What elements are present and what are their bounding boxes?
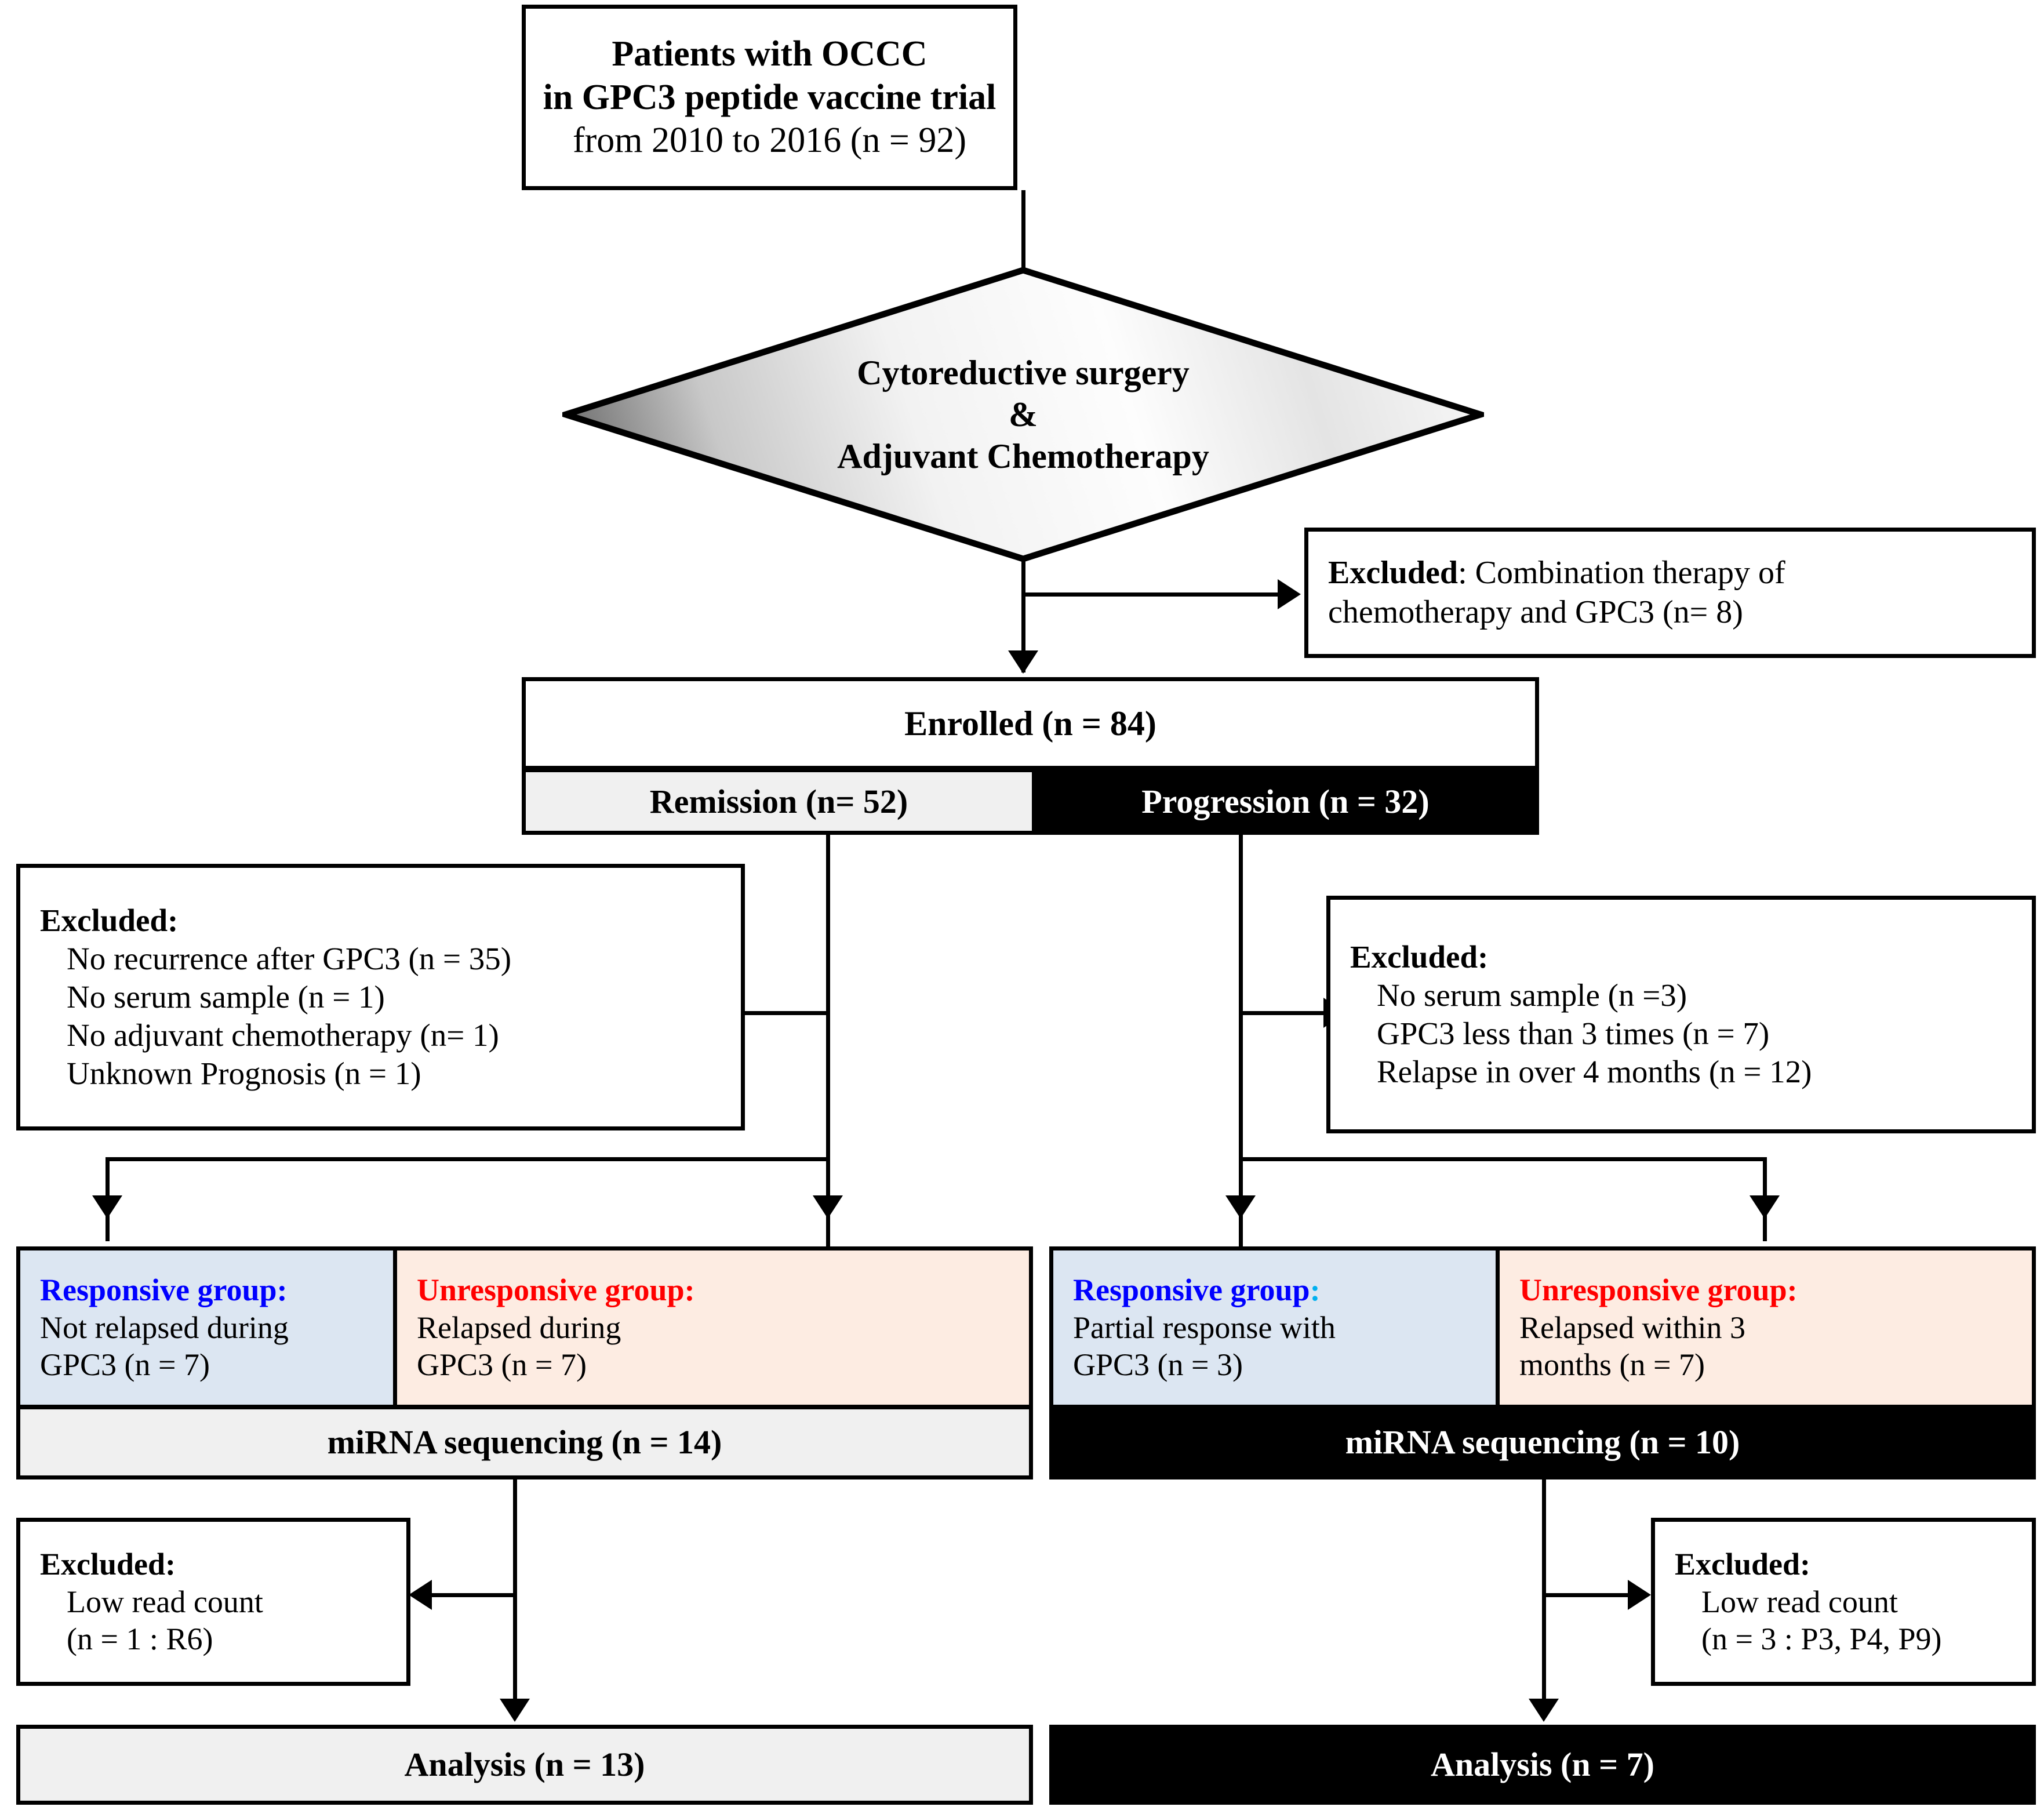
top-box-line3: from 2010 to 2016 (n = 92) bbox=[572, 121, 966, 161]
excluded-right-box: Excluded: No serum sample (n =3) GPC3 le… bbox=[1326, 896, 2036, 1133]
arrow-to-responsive-remission bbox=[92, 1195, 122, 1219]
enrolled-label: Enrolled (n = 84) bbox=[904, 704, 1156, 743]
connector-to-excluded-right bbox=[1239, 1011, 1325, 1015]
connector-decision-to-enrolled bbox=[1021, 557, 1025, 672]
analysis-left-label: Analysis (n = 13) bbox=[404, 1746, 645, 1784]
excluded-left-item-2: No adjuvant chemotherapy (n= 1) bbox=[67, 1017, 499, 1053]
progression-unresponsive-box: Unresponsive group: Relapsed within 3 mo… bbox=[1496, 1246, 2036, 1409]
excluded-right-item-2: Relapse in over 4 months (n = 12) bbox=[1377, 1054, 1812, 1089]
progression-responsive-line2: GPC3 (n = 3) bbox=[1073, 1347, 1243, 1383]
arrow-left-seq-to-analysis bbox=[500, 1699, 530, 1722]
excluded-right-item-0: No serum sample (n =3) bbox=[1377, 977, 1687, 1013]
excluded-right-item-1: GPC3 less than 3 times (n = 7) bbox=[1377, 1016, 1770, 1051]
arrow-progression-trunk bbox=[1225, 1195, 1256, 1219]
excluded-top-line2: chemotherapy and GPC3 (n= 8) bbox=[1328, 594, 1743, 630]
excluded-bottom-right-heading: Excluded: bbox=[1675, 1546, 1811, 1582]
excluded-bottom-left-box: Excluded: Low read count (n = 1 : R6) bbox=[16, 1518, 410, 1686]
arrow-remission-trunk bbox=[813, 1195, 843, 1219]
connector-topbox-to-decision bbox=[1021, 190, 1025, 274]
top-enrollment-box: Patients with OCCC in GPC3 peptide vacci… bbox=[522, 5, 1017, 190]
excluded-top-label: Excluded bbox=[1328, 555, 1459, 591]
analysis-left-box: Analysis (n = 13) bbox=[16, 1725, 1033, 1805]
progression-label: Progression (n = 32) bbox=[1141, 782, 1430, 820]
progression-unresponsive-line1: Relapsed within 3 bbox=[1519, 1310, 1745, 1345]
progression-cell: Progression (n = 32) bbox=[1032, 768, 1539, 835]
excluded-top-line1-rest: : Combination therapy of bbox=[1458, 555, 1785, 591]
progression-responsive-box: Responsive group: Partial response with … bbox=[1049, 1246, 1496, 1409]
excluded-left-box: Excluded: No recurrence after GPC3 (n = … bbox=[16, 864, 745, 1130]
decision-line3: Adjuvant Chemotherapy bbox=[837, 437, 1209, 475]
arrow-right-to-excluded-bottom bbox=[1628, 1580, 1651, 1610]
arrow-decision-to-excluded-top bbox=[1278, 579, 1301, 609]
remission-unresponsive-box: Unresponsive group: Relapsed during GPC3… bbox=[393, 1246, 1033, 1409]
progression-responsive-heading-colon: : bbox=[1310, 1272, 1321, 1307]
remission-cell: Remission (n= 52) bbox=[522, 768, 1032, 835]
remission-unresponsive-heading: Unresponsive group: bbox=[417, 1272, 695, 1307]
remission-responsive-line2: GPC3 (n = 7) bbox=[40, 1347, 210, 1383]
remission-responsive-heading: Responsive group: bbox=[40, 1272, 288, 1307]
progression-responsive-heading: Responsive group: bbox=[1073, 1271, 1484, 1309]
excluded-top-box: Excluded: Combination therapy of chemoth… bbox=[1304, 528, 2036, 658]
excluded-bottom-right-box: Excluded: Low read count (n = 3 : P3, P4… bbox=[1651, 1518, 2036, 1686]
decision-diamond: Cytoreductive surgery & Adjuvant Chemoth… bbox=[562, 267, 1484, 562]
arrow-right-seq-to-analysis bbox=[1529, 1699, 1559, 1722]
top-box-line2: in GPC3 peptide vaccine trial bbox=[543, 77, 996, 117]
analysis-right-box: Analysis (n = 7) bbox=[1049, 1725, 2036, 1805]
enrolled-box: Enrolled (n = 84) bbox=[522, 677, 1539, 770]
remission-sequencing-label: miRNA sequencing (n = 14) bbox=[327, 1423, 722, 1462]
excluded-bottom-left-line2: (n = 1 : R6) bbox=[67, 1622, 213, 1657]
remission-unresponsive-line2: GPC3 (n = 7) bbox=[417, 1347, 587, 1383]
connector-left-seq-to-analysis bbox=[513, 1479, 517, 1717]
arrow-decision-to-enrolled bbox=[1008, 650, 1038, 674]
excluded-bottom-right-line2: (n = 3 : P3, P4, P9) bbox=[1701, 1622, 1942, 1657]
connector-remission-trunk bbox=[826, 835, 830, 1267]
connector-excludedleft-elbow-h bbox=[106, 1157, 828, 1161]
arrow-to-unresponsive-progression bbox=[1750, 1195, 1780, 1219]
progression-sequencing-label: miRNA sequencing (n = 10) bbox=[1345, 1423, 1740, 1462]
remission-sequencing-box: miRNA sequencing (n = 14) bbox=[16, 1405, 1033, 1479]
top-box-line1: Patients with OCCC bbox=[612, 34, 928, 74]
connector-right-to-excluded-bottom bbox=[1544, 1593, 1629, 1597]
excluded-left-item-0: No recurrence after GPC3 (n = 35) bbox=[67, 941, 512, 976]
decision-line2: & bbox=[1009, 395, 1038, 434]
connector-progression-trunk bbox=[1239, 835, 1243, 1267]
progression-unresponsive-heading: Unresponsive group: bbox=[1519, 1272, 1798, 1307]
progression-sequencing-box: miRNA sequencing (n = 10) bbox=[1049, 1405, 2036, 1479]
connector-to-excluded-left bbox=[742, 1011, 828, 1015]
progression-responsive-heading-main: Responsive group bbox=[1073, 1272, 1310, 1307]
excluded-bottom-left-heading: Excluded: bbox=[40, 1546, 176, 1582]
excluded-left-item-3: Unknown Prognosis (n = 1) bbox=[67, 1056, 421, 1091]
connector-left-to-excluded-bottom bbox=[432, 1593, 517, 1597]
excluded-top-line1: Excluded: Combination therapy of bbox=[1328, 554, 2020, 592]
excluded-bottom-left-line1: Low read count bbox=[67, 1584, 263, 1619]
progression-responsive-line1: Partial response with bbox=[1073, 1310, 1336, 1345]
arrow-left-to-excluded-bottom bbox=[409, 1580, 432, 1610]
remission-label: Remission (n= 52) bbox=[649, 782, 908, 820]
connector-right-seq-to-analysis bbox=[1542, 1479, 1546, 1717]
progression-unresponsive-line2: months (n = 7) bbox=[1519, 1347, 1705, 1383]
excluded-bottom-right-line1: Low read count bbox=[1701, 1584, 1898, 1619]
excluded-left-item-1: No serum sample (n = 1) bbox=[67, 979, 385, 1015]
decision-line1: Cytoreductive surgery bbox=[857, 354, 1190, 392]
connector-decision-to-excluded-top bbox=[1024, 592, 1279, 597]
remission-responsive-line1: Not relapsed during bbox=[40, 1310, 289, 1345]
excluded-right-heading: Excluded: bbox=[1350, 939, 1489, 975]
connector-excludedright-elbow-h bbox=[1239, 1157, 1767, 1161]
remission-unresponsive-line1: Relapsed during bbox=[417, 1310, 621, 1345]
excluded-left-heading: Excluded: bbox=[40, 903, 179, 938]
remission-responsive-box: Responsive group: Not relapsed during GP… bbox=[16, 1246, 393, 1409]
analysis-right-label: Analysis (n = 7) bbox=[1431, 1746, 1654, 1784]
